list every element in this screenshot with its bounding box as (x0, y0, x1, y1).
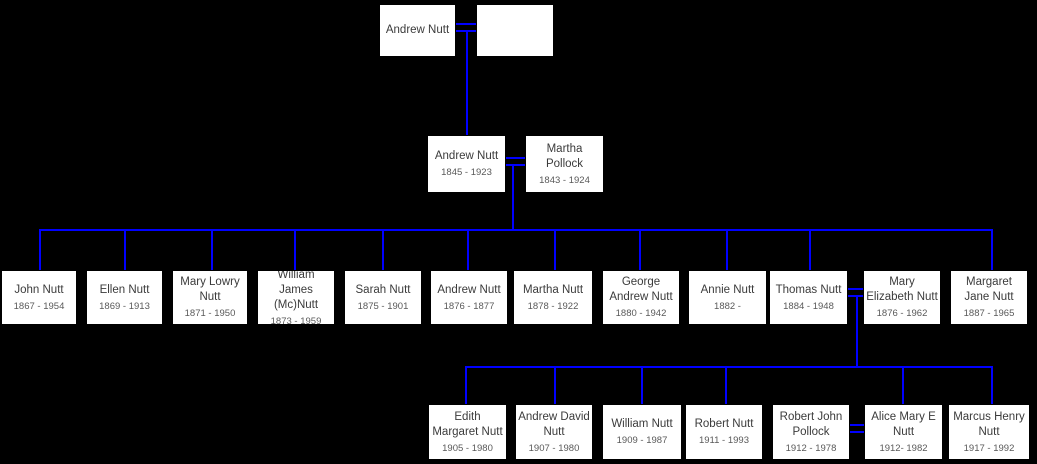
person-dates: 1871 - 1950 (184, 308, 236, 320)
person-box-martha-nutt[interactable]: Martha Nutt 1878 - 1922 (513, 270, 593, 325)
sibling-bus-gen4 (465, 366, 993, 405)
person-box-andrew-david-nutt[interactable]: Andrew David Nutt 1907 - 1980 (515, 404, 593, 460)
person-dates: 1843 - 1924 (539, 174, 590, 186)
person-dates: 1907 - 1980 (528, 442, 580, 454)
person-name: George Andrew Nutt (609, 276, 673, 304)
person-name: Thomas Nutt (775, 283, 842, 296)
person-name: Edith Margaret Nutt (432, 410, 503, 438)
person-name: Andrew Nutt (434, 150, 499, 163)
person-dates: 1911 - 1993 (698, 435, 749, 447)
marriage-connector-gen4 (849, 424, 865, 433)
person-dates: 1882 - (714, 300, 741, 312)
sibling-bus-gen3 (39, 229, 993, 271)
person-dates: 1912- 1982 (879, 442, 928, 454)
person-box-edith-margaret-nutt[interactable]: Edith Margaret Nutt 1905 - 1980 (428, 404, 507, 460)
person-name: Margaret Jane Nutt (964, 276, 1014, 304)
person-dates: 1878 - 1922 (527, 300, 579, 312)
person-dates: 1876 - 1877 (443, 300, 495, 312)
person-name: Andrew David Nutt (518, 410, 590, 438)
person-box-mary-elizabeth-nutt[interactable]: Mary Elizabeth Nutt 1876 - 1962 (863, 270, 941, 325)
person-dates: 1884 - 1948 (783, 300, 834, 312)
person-dates: 1880 - 1942 (615, 308, 667, 320)
person-box-martha-pollock[interactable]: Martha Pollock 1843 - 1924 (525, 135, 604, 193)
person-box-robert-john-pollock[interactable]: Robert John Pollock 1912 - 1978 (772, 404, 850, 460)
person-name: Annie Nutt (700, 283, 755, 296)
person-name: Mary Lowry Nutt (180, 276, 240, 304)
person-name: Andrew Nutt (437, 283, 501, 296)
person-name: Robert John Pollock (779, 410, 843, 438)
person-name: Robert Nutt (694, 418, 754, 431)
person-dates: 1845 - 1923 (441, 167, 492, 179)
person-box-alice-mary-e-nutt[interactable]: Alice Mary E Nutt 1912- 1982 (864, 404, 943, 460)
person-name: Martha Pollock (545, 142, 584, 170)
person-dates: 1917 - 1992 (963, 442, 1015, 454)
person-name: Sarah Nutt (355, 283, 411, 296)
person-name: Marcus Henry Nutt (953, 410, 1025, 438)
person-box-sarah-nutt[interactable]: Sarah Nutt 1875 - 1901 (344, 270, 422, 325)
person-box-ellen-nutt[interactable]: Ellen Nutt 1869 - 1913 (86, 270, 163, 325)
person-name: William Nutt (611, 418, 673, 431)
person-box-thomas-nutt[interactable]: Thomas Nutt 1884 - 1948 (769, 270, 848, 325)
person-box-george-andrew-nutt[interactable]: George Andrew Nutt 1880 - 1942 (602, 270, 680, 325)
person-box-andrew-nutt-gen1[interactable]: Andrew Nutt (379, 4, 456, 57)
marriage-connector-gen1 (455, 23, 477, 136)
marriage-connector-gen3 (847, 288, 864, 368)
person-dates: 1909 - 1987 (616, 435, 668, 447)
person-dates: 1867 - 1954 (13, 300, 65, 312)
person-name: Martha Nutt (522, 283, 584, 296)
person-name: Andrew Nutt (385, 23, 450, 36)
person-box-marcus-henry-nutt[interactable]: Marcus Henry Nutt 1917 - 1992 (948, 404, 1030, 460)
person-box-robert-nutt[interactable]: Robert Nutt 1911 - 1993 (685, 404, 763, 460)
person-dates: 1887 - 1965 (963, 308, 1015, 320)
person-box-mary-lowry-nutt[interactable]: Mary Lowry Nutt 1871 - 1950 (172, 270, 248, 325)
person-dates: 1869 - 1913 (99, 300, 150, 312)
person-box-andrew-nutt-gen3[interactable]: Andrew Nutt 1876 - 1877 (430, 270, 508, 325)
person-name: John Nutt (14, 283, 64, 296)
person-box-unknown-spouse[interactable] (476, 4, 554, 57)
person-box-william-nutt[interactable]: William Nutt 1909 - 1987 (602, 404, 682, 460)
marriage-connector-gen2 (505, 157, 526, 231)
person-box-william-james-mcnutt[interactable]: William James (Mc)Nutt 1873 - 1959 (257, 270, 335, 325)
person-box-margaret-jane-nutt[interactable]: Margaret Jane Nutt 1887 - 1965 (950, 270, 1028, 325)
person-box-john-nutt[interactable]: John Nutt 1867 - 1954 (1, 270, 77, 325)
person-dates: 1875 - 1901 (357, 300, 409, 312)
person-name: Ellen Nutt (99, 283, 150, 296)
person-dates: 1876 - 1962 (876, 308, 928, 320)
person-name: Mary Elizabeth Nutt (866, 276, 938, 304)
person-box-andrew-nutt-gen2[interactable]: Andrew Nutt 1845 - 1923 (427, 135, 506, 193)
person-name: Alice Mary E Nutt (871, 410, 936, 438)
person-dates: 1873 - 1959 (270, 316, 322, 325)
person-box-annie-nutt[interactable]: Annie Nutt 1882 - (688, 270, 767, 325)
person-dates: 1905 - 1980 (442, 442, 493, 454)
person-dates: 1912 - 1978 (785, 442, 837, 454)
person-name: William James (Mc)Nutt (273, 270, 319, 311)
